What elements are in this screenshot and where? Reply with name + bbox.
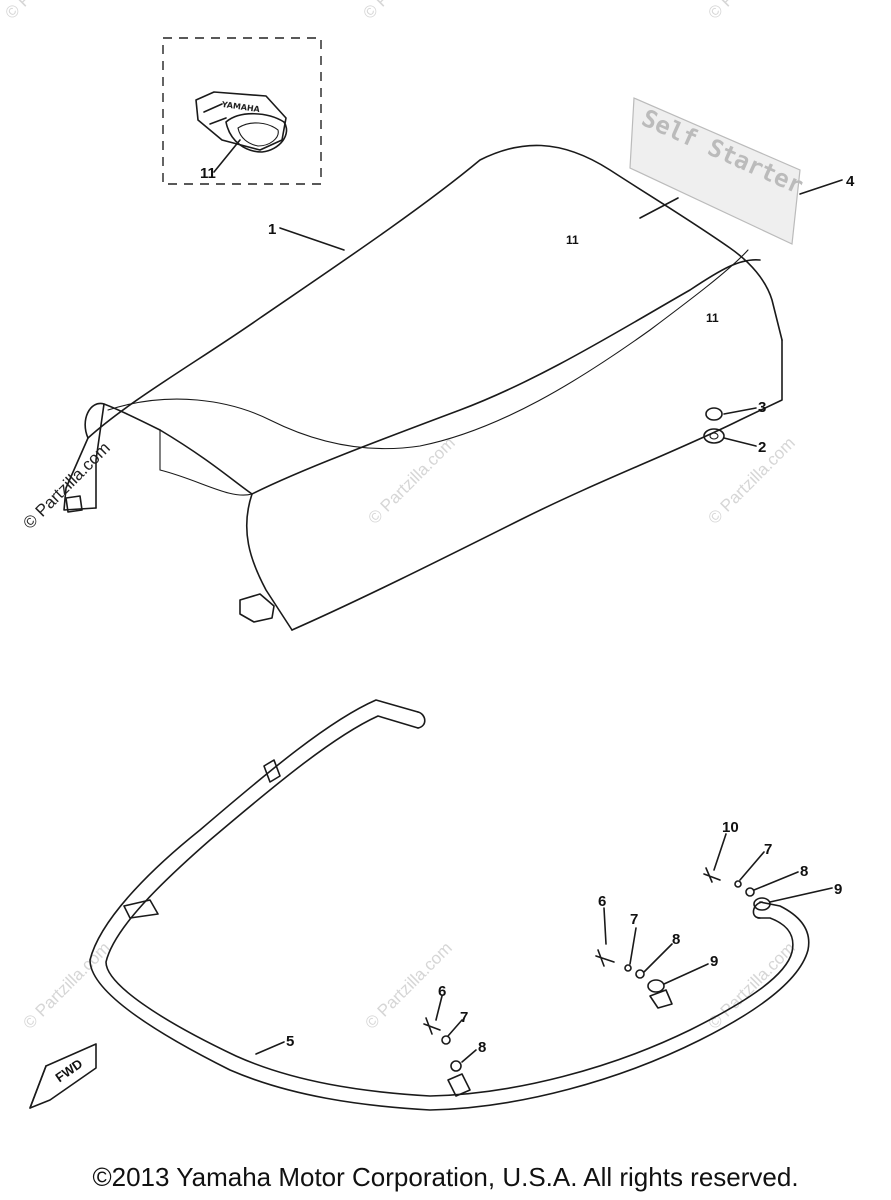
callout-8a: 8 — [672, 931, 680, 948]
callout-6a: 6 — [598, 893, 606, 910]
callout-9a: 9 — [710, 953, 718, 970]
callout-5: 5 — [286, 1033, 294, 1050]
callout-7b: 7 — [764, 841, 772, 858]
inset-box: YAMAHA 11 — [162, 37, 322, 185]
callout-7a: 7 — [630, 911, 638, 928]
callout-1: 1 — [268, 221, 276, 238]
callout-7c: 7 — [460, 1009, 468, 1026]
copyright-notice: ©2013 Yamaha Motor Corporation, U.S.A. A… — [92, 1162, 799, 1192]
callout-10: 10 — [722, 819, 739, 836]
seat-mark: 11 — [566, 233, 579, 247]
callout-2: 2 — [758, 439, 766, 456]
parts-2-3: 3 2 — [703, 399, 766, 456]
callout-11: 11 — [200, 165, 216, 182]
hardware-group-center: 6 7 8 9 — [595, 893, 718, 993]
part-5-frame-rail: 5 — [89, 699, 810, 1111]
callout-3: 3 — [758, 399, 766, 416]
callout-9b: 9 — [834, 881, 842, 898]
watermark: © Partzilla.com — [1, 0, 95, 23]
seat-mark: 11 — [706, 311, 719, 325]
part-1-seat: 1 11 11 — [63, 144, 783, 631]
watermark: © Partzilla.com — [19, 938, 113, 1032]
hardware-group-bottom: 6 7 8 — [423, 983, 486, 1072]
part-4-decal: Self Starter 4 — [629, 97, 855, 245]
watermark: © Partzilla.com — [359, 0, 453, 23]
callout-4: 4 — [846, 173, 855, 190]
part-11-badge: YAMAHA — [195, 91, 288, 173]
badge-text: YAMAHA — [220, 100, 261, 114]
callout-8b: 8 — [800, 863, 808, 880]
watermark: © Partzilla.com — [704, 0, 798, 23]
callout-6b: 6 — [438, 983, 446, 1000]
callout-8c: 8 — [478, 1039, 486, 1056]
watermark: © Partzilla.com — [704, 433, 798, 527]
hardware-group-right: 10 7 8 9 — [703, 819, 842, 911]
fwd-arrow-icon: FWD — [29, 1043, 97, 1109]
